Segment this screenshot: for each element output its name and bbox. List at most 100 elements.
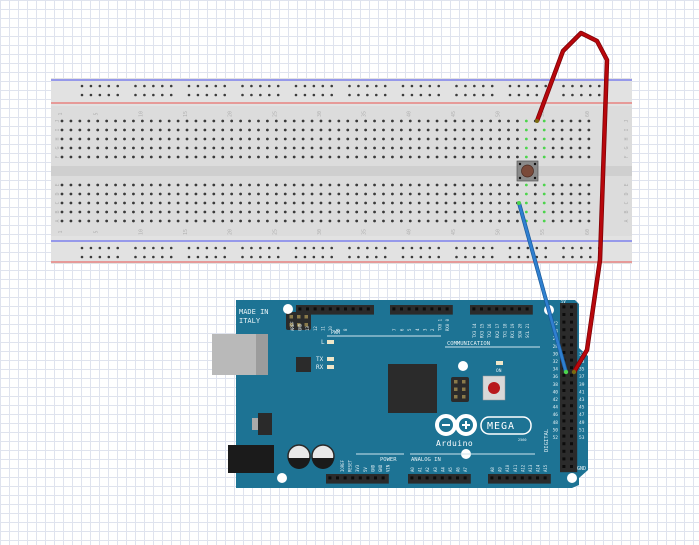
breadboard-hole[interactable] xyxy=(158,128,162,132)
breadboard-hole[interactable] xyxy=(301,201,305,205)
rail-hole[interactable] xyxy=(348,255,351,259)
breadboard-hole[interactable] xyxy=(587,210,591,214)
breadboard-hole[interactable] xyxy=(239,219,243,223)
breadboard-hole[interactable] xyxy=(560,146,564,150)
rail-hole[interactable] xyxy=(544,84,548,88)
breadboard-hole[interactable] xyxy=(453,201,457,205)
breadboard-hole[interactable] xyxy=(158,119,162,123)
breadboard-hole[interactable] xyxy=(533,183,537,187)
breadboard-hole[interactable] xyxy=(96,210,100,214)
breadboard-hole[interactable] xyxy=(453,219,457,223)
breadboard-hole[interactable] xyxy=(408,219,412,223)
breadboard-hole[interactable] xyxy=(301,119,305,123)
breadboard-hole[interactable] xyxy=(489,201,493,205)
breadboard-hole[interactable] xyxy=(391,155,394,159)
rail-hole[interactable] xyxy=(80,93,84,97)
breadboard-hole[interactable] xyxy=(444,219,448,223)
rail-hole[interactable] xyxy=(508,84,512,88)
breadboard-hole[interactable] xyxy=(328,146,332,150)
breadboard-hole[interactable] xyxy=(382,183,385,187)
breadboard-hole[interactable] xyxy=(212,146,216,150)
breadboard-hole[interactable] xyxy=(524,210,528,214)
header-pin[interactable] xyxy=(410,476,414,480)
rail-hole[interactable] xyxy=(160,84,164,88)
breadboard-hole[interactable] xyxy=(498,119,501,123)
breadboard-hole[interactable] xyxy=(551,201,555,205)
header-pin[interactable] xyxy=(520,476,524,480)
breadboard-hole[interactable] xyxy=(408,128,412,132)
breadboard-hole[interactable] xyxy=(435,219,439,223)
rail-hole[interactable] xyxy=(250,246,253,250)
rail-hole[interactable] xyxy=(490,246,494,250)
rail-hole[interactable] xyxy=(455,84,458,88)
header-pin[interactable] xyxy=(570,373,573,377)
rail-hole[interactable] xyxy=(187,93,191,97)
rail-hole[interactable] xyxy=(330,255,334,259)
breadboard-hole[interactable] xyxy=(551,192,555,196)
breadboard-hole[interactable] xyxy=(462,146,466,150)
breadboard-hole[interactable] xyxy=(194,155,198,159)
breadboard-hole[interactable] xyxy=(533,137,537,141)
rail-hole[interactable] xyxy=(401,93,405,97)
rail-hole[interactable] xyxy=(143,246,146,250)
rail-hole[interactable] xyxy=(544,246,548,250)
breadboard-hole[interactable] xyxy=(382,210,385,214)
header-pin[interactable] xyxy=(313,307,317,311)
rail-hole[interactable] xyxy=(374,255,378,259)
breadboard-hole[interactable] xyxy=(471,183,475,187)
rail-hole[interactable] xyxy=(107,255,111,259)
breadboard-hole[interactable] xyxy=(301,146,305,150)
rail-hole[interactable] xyxy=(116,93,120,97)
breadboard-hole[interactable] xyxy=(78,183,82,187)
header-pin[interactable] xyxy=(518,307,521,311)
header-pin[interactable] xyxy=(562,411,566,415)
rail-hole[interactable] xyxy=(312,246,316,250)
breadboard-hole[interactable] xyxy=(551,183,555,187)
breadboard-hole[interactable] xyxy=(274,192,278,196)
breadboard-hole[interactable] xyxy=(587,183,591,187)
breadboard-hole[interactable] xyxy=(176,128,180,132)
breadboard-hole[interactable] xyxy=(391,210,394,214)
rail-hole[interactable] xyxy=(473,84,476,88)
header-pin[interactable] xyxy=(570,434,573,438)
header-pin[interactable] xyxy=(570,396,573,400)
breadboard-hole[interactable] xyxy=(426,210,430,214)
breadboard-hole[interactable] xyxy=(560,119,564,123)
reset-button[interactable] xyxy=(482,375,506,401)
breadboard-hole[interactable] xyxy=(408,201,412,205)
breadboard-hole[interactable] xyxy=(516,219,519,223)
breadboard-hole[interactable] xyxy=(524,155,528,159)
breadboard-hole[interactable] xyxy=(158,146,162,150)
breadboard-hole[interactable] xyxy=(185,119,189,123)
breadboard-hole[interactable] xyxy=(551,155,555,159)
breadboard-hole[interactable] xyxy=(471,219,475,223)
breadboard-hole[interactable] xyxy=(69,128,73,132)
breadboard-hole[interactable] xyxy=(274,128,278,132)
breadboard-hole[interactable] xyxy=(167,119,171,123)
breadboard-hole[interactable] xyxy=(355,119,359,123)
breadboard-hole[interactable] xyxy=(382,219,385,223)
rail-hole[interactable] xyxy=(152,84,155,88)
breadboard-hole[interactable] xyxy=(69,137,73,141)
rail-hole[interactable] xyxy=(464,255,467,259)
breadboard-hole[interactable] xyxy=(185,192,189,196)
header-pin[interactable] xyxy=(562,465,566,468)
breadboard-hole[interactable] xyxy=(328,192,332,196)
breadboard-hole[interactable] xyxy=(292,219,296,223)
breadboard-hole[interactable] xyxy=(292,192,296,196)
breadboard-hole[interactable] xyxy=(310,183,314,187)
header-pin[interactable] xyxy=(415,307,419,311)
breadboard-hole[interactable] xyxy=(453,128,457,132)
breadboard-hole[interactable] xyxy=(337,137,341,141)
breadboard-hole[interactable] xyxy=(310,146,314,150)
breadboard-hole[interactable] xyxy=(560,192,564,196)
breadboard-hole[interactable] xyxy=(203,137,207,141)
breadboard-hole[interactable] xyxy=(185,155,189,159)
header-pin[interactable] xyxy=(381,476,385,480)
breadboard-hole[interactable] xyxy=(248,201,251,205)
breadboard-hole[interactable] xyxy=(569,146,573,150)
breadboard-hole[interactable] xyxy=(69,155,73,159)
breadboard-hole[interactable] xyxy=(158,201,162,205)
breadboard-hole[interactable] xyxy=(203,192,207,196)
breadboard-hole[interactable] xyxy=(87,210,91,214)
